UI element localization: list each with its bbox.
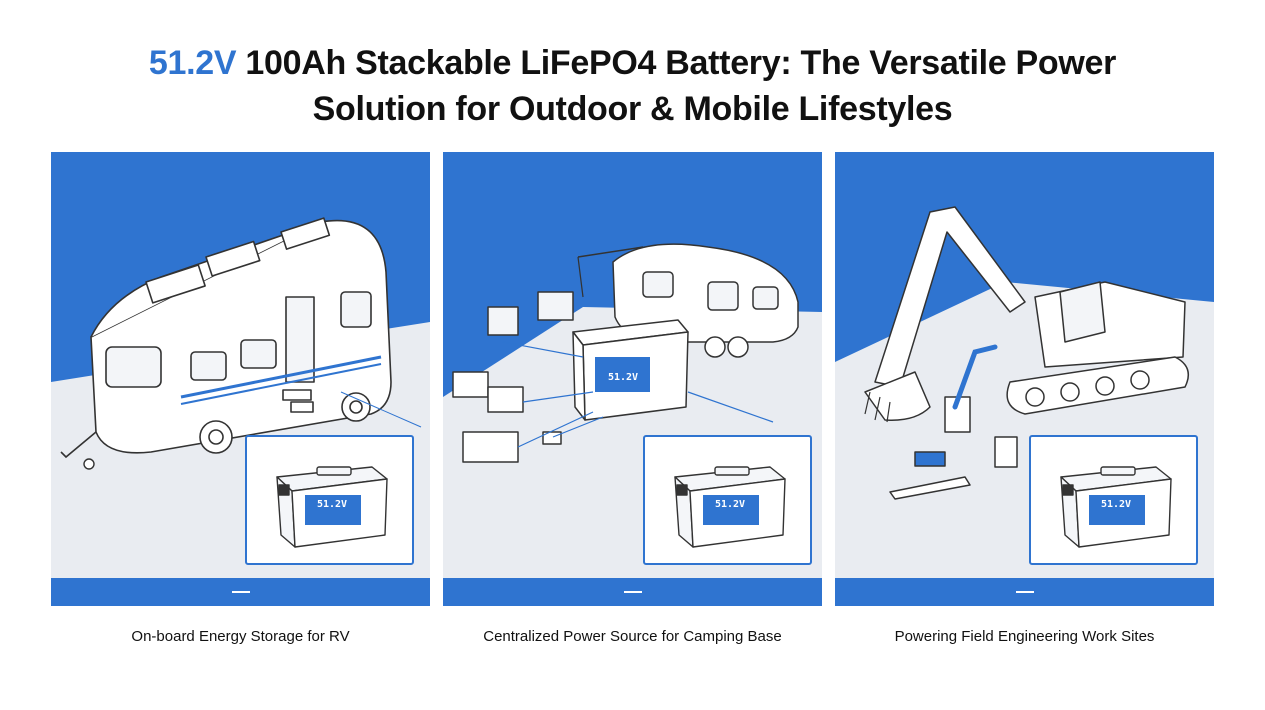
footer-dash (623, 591, 642, 593)
panel-footer (443, 578, 822, 606)
title-line-1: 51.2V 100Ah Stackable LiFePO4 Battery: T… (0, 40, 1265, 86)
title-accent: 51.2V (148, 44, 237, 82)
battery-label: 51.2V (714, 499, 746, 510)
panel-engineering: 51.2V (835, 152, 1214, 606)
title-line-2: Solution for Outdoor & Mobile Lifestyles (312, 90, 953, 128)
footer-dash (1015, 591, 1034, 593)
battery-inset: 51.2V (643, 435, 812, 565)
caption-engineering: Powering Field Engineering Work Sites (894, 628, 1155, 645)
caption-rv: On-board Energy Storage for RV (131, 628, 350, 645)
rv-illustration-icon (51, 217, 430, 606)
battery-icon (1060, 466, 1172, 548)
caption-camping: Centralized Power Source for Camping Bas… (483, 628, 782, 645)
panel-footer (51, 578, 430, 606)
camp-battery-badge: 51.2V (608, 372, 638, 383)
footer-dash (231, 591, 250, 593)
title-line-1-text: 100Ah Stackable LiFePO4 Battery: The Ver… (236, 44, 1117, 82)
battery-label: 51.2V (1100, 499, 1132, 510)
panel-rv: 51.2V (51, 152, 430, 606)
battery-icon (276, 466, 388, 548)
battery-icon (674, 466, 786, 548)
battery-label: 51.2V (316, 499, 348, 510)
panel-camping: 51.2V 51.2V (443, 152, 822, 606)
page-title: 51.2V 100Ah Stackable LiFePO4 Battery: T… (0, 40, 1265, 132)
panel-footer (835, 578, 1214, 606)
battery-inset: 51.2V (1029, 435, 1198, 565)
battery-inset: 51.2V (245, 435, 414, 565)
